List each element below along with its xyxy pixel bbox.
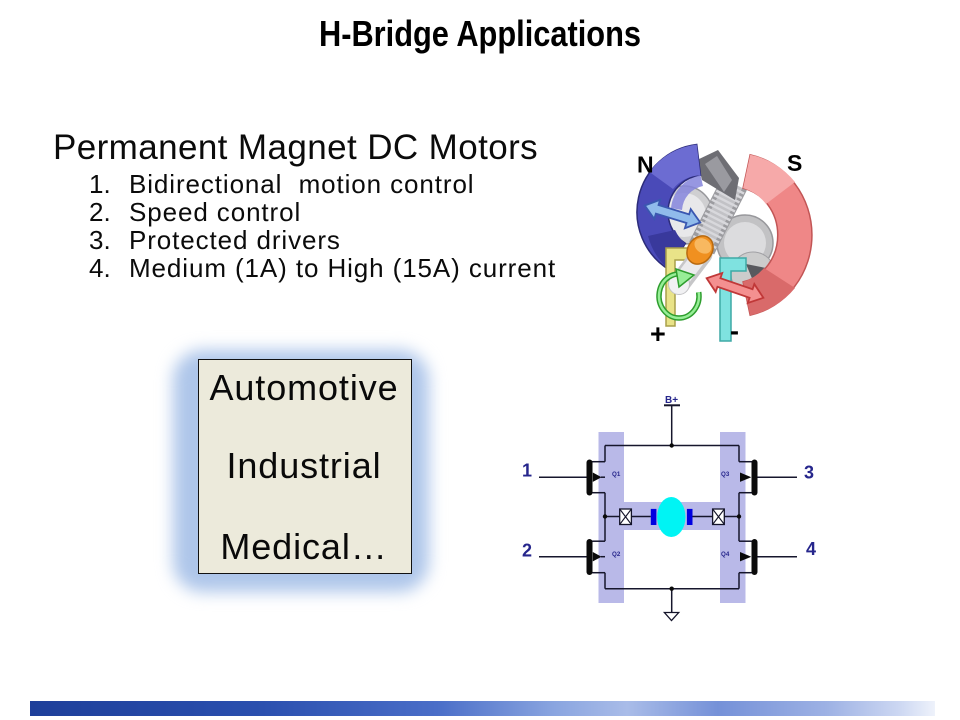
svg-text:Q3: Q3 [721,471,730,478]
svg-text:Q4: Q4 [721,551,730,558]
svg-text:+: + [650,319,666,348]
svg-text:4: 4 [806,539,816,559]
svg-text:-: - [730,316,739,346]
svg-text:Q1: Q1 [612,471,621,478]
svg-text:Q2: Q2 [612,551,621,558]
svg-text:B+: B+ [665,395,678,406]
svg-text:3: 3 [804,463,814,483]
svg-text:1: 1 [522,461,532,481]
svg-text:2: 2 [522,541,532,561]
svg-text:S: S [787,150,802,176]
svg-text:N: N [637,152,654,178]
